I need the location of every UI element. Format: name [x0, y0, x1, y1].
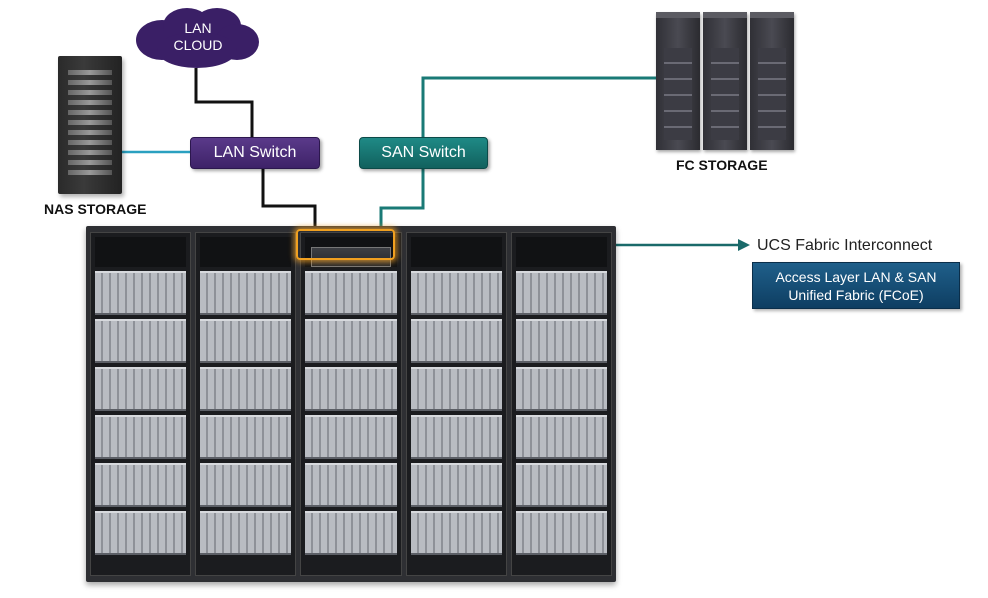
fabric-interconnect-highlight	[296, 229, 395, 260]
fc-to-san-switch-line	[421, 76, 656, 137]
ucs-rack	[195, 232, 297, 576]
ucs-rack-center	[300, 232, 402, 576]
ucs-fabric-interconnect-label: UCS Fabric Interconnect	[757, 237, 933, 254]
lan-switch: LAN Switch	[190, 137, 320, 169]
arrowhead-icon	[738, 239, 750, 251]
unified-fabric-line-1: Access Layer LAN & SAN	[775, 269, 937, 285]
fc-storage-icon	[656, 12, 794, 150]
unified-fabric-line-2: Unified Fabric (FCoE)	[788, 287, 924, 303]
cloud-to-lan-switch-line	[194, 68, 254, 137]
nas-storage-icon	[58, 56, 122, 194]
ucs-rack-row	[86, 226, 616, 582]
ucs-rack	[90, 232, 192, 576]
unified-fabric-box: Access Layer LAN & SAN Unified Fabric (F…	[752, 262, 960, 309]
san-switch: SAN Switch	[359, 137, 488, 169]
lan-switch-to-fabric-line	[261, 167, 317, 240]
lan-cloud-icon	[136, 8, 259, 68]
nas-storage-label: NAS STORAGE	[44, 201, 147, 217]
ucs-rack	[405, 232, 507, 576]
fabric-interconnect-icon	[311, 247, 391, 267]
ucs-rack	[510, 232, 613, 576]
fc-storage-label: FC STORAGE	[676, 157, 768, 173]
lan-cloud-label: LAN CLOUD	[173, 20, 223, 53]
san-switch-to-fabric-line	[379, 167, 425, 240]
